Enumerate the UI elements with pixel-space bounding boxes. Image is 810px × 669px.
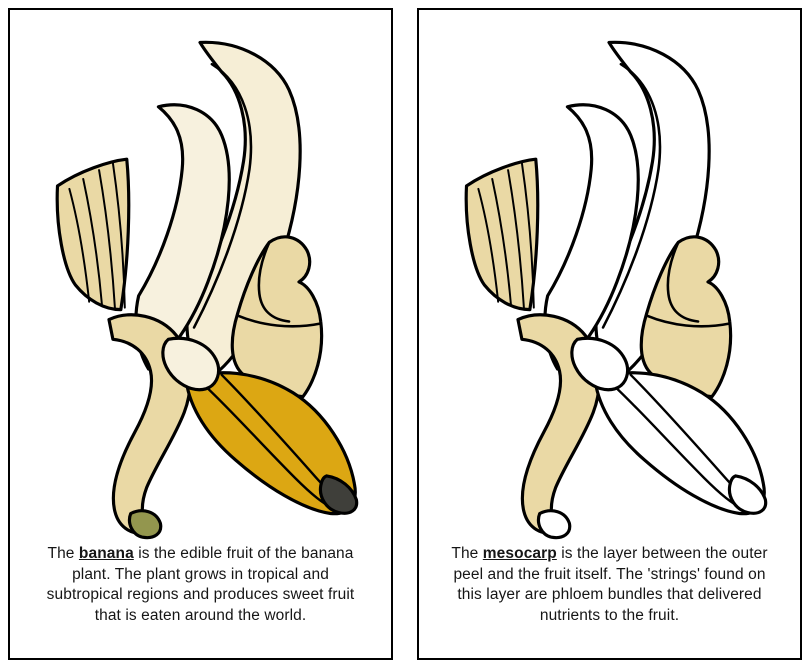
caption-term-banana: banana bbox=[78, 545, 134, 562]
caption-text-lead: The bbox=[451, 545, 483, 562]
caption-banana: The banana is the edible fruit of the ba… bbox=[10, 540, 391, 658]
card-mesocarp: The mesocarp is the layer between the ou… bbox=[417, 8, 802, 660]
caption-mesocarp: The mesocarp is the layer between the ou… bbox=[419, 540, 800, 658]
peel-flap-center-small bbox=[570, 336, 630, 392]
peel-flap-right bbox=[639, 235, 733, 399]
stem-tip-green bbox=[127, 509, 163, 540]
peel-flap-right bbox=[230, 235, 324, 399]
fruit-tip-white bbox=[727, 474, 768, 515]
stem-tip-white bbox=[536, 509, 572, 540]
banana-whole-colored-illustration bbox=[10, 10, 391, 540]
peel-flap-center-small bbox=[161, 336, 221, 392]
caption-text-lead: The bbox=[47, 545, 79, 562]
banana-mesocarp-highlighted-illustration bbox=[419, 10, 800, 540]
caption-text-rest: is the layer between the outer peel and … bbox=[453, 545, 768, 624]
caption-term-mesocarp: mesocarp bbox=[482, 545, 557, 562]
caption-text-rest: is the edible fruit of the banana plant.… bbox=[46, 545, 355, 624]
fruit-tip-dark bbox=[318, 474, 359, 515]
peel-strip-inner-line bbox=[192, 62, 253, 329]
card-banana: The banana is the edible fruit of the ba… bbox=[8, 8, 393, 660]
peel-strip-inner-line bbox=[601, 62, 662, 329]
